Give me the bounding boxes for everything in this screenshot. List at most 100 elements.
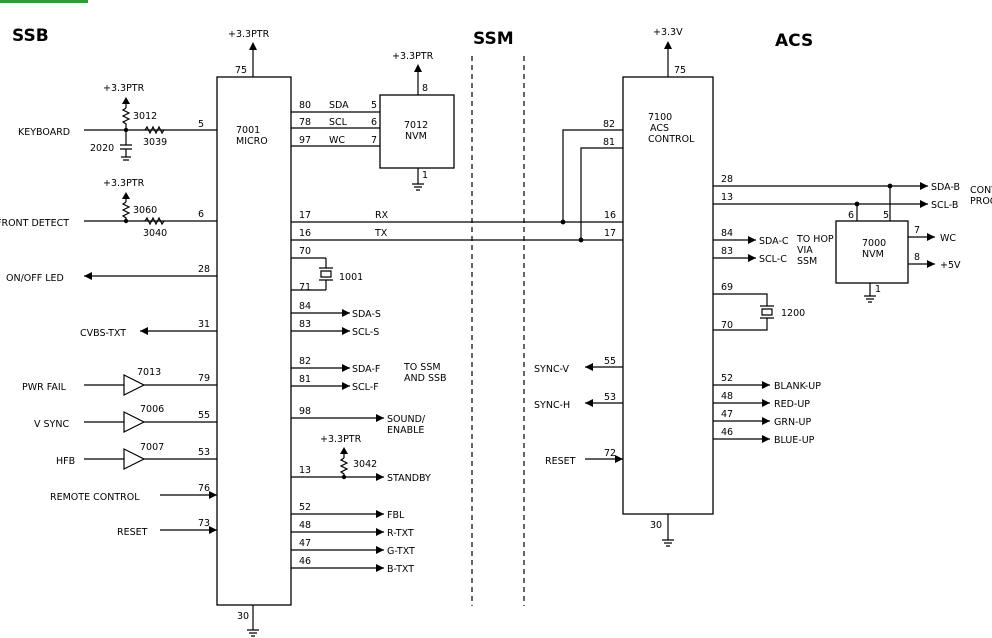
nvm-7000-pin-6: 6 bbox=[848, 210, 854, 221]
tx-micro-pin: 16 bbox=[299, 228, 311, 239]
micro-7001-role: MICRO bbox=[236, 136, 268, 147]
nvm-7012-pin-8: 8 bbox=[422, 83, 428, 94]
supply-a-label: +3.3PTR bbox=[103, 83, 145, 94]
signal-sda-label: SDA bbox=[329, 100, 349, 111]
micro-pin-98: 98 bbox=[299, 406, 311, 417]
input-hfb-label: HFB bbox=[56, 456, 75, 467]
resistor-3042-label: 3042 bbox=[353, 459, 377, 470]
nvm-7012-chip bbox=[379, 94, 455, 169]
acs-pin-82: 82 bbox=[603, 119, 615, 130]
acs-7100-chip bbox=[622, 76, 714, 515]
micro-pin-84: 84 bbox=[299, 301, 311, 312]
resistor-3060 bbox=[121, 201, 131, 221]
signal-standby-label: STANDBY bbox=[387, 473, 431, 484]
nvm-7012-supply: +3.3PTR bbox=[392, 51, 434, 62]
micro-7001-chip bbox=[216, 76, 292, 606]
micro-output-sda-f: 82 SDA-F bbox=[291, 356, 380, 375]
signal-fbl-label: FBL bbox=[387, 510, 405, 521]
resistor-3040-label: 3040 bbox=[143, 228, 167, 239]
input-reset-pin: 73 bbox=[198, 518, 210, 529]
acs-output-blue-up: 46 BLUE-UP bbox=[713, 427, 815, 446]
nvm-7000-wc-label: WC bbox=[940, 233, 956, 244]
resistor-3012 bbox=[121, 107, 131, 130]
crystal-1200-label: 1200 bbox=[781, 308, 805, 319]
supply-b-label: +3.3PTR bbox=[103, 178, 145, 189]
input-onoff-led-pin: 28 bbox=[198, 264, 210, 275]
acs-input-sync-v-label: SYNC-V bbox=[534, 364, 569, 375]
section-title-ssb: SSB bbox=[12, 26, 49, 46]
acs-pin-75: 75 bbox=[674, 65, 686, 76]
signal-sda-c-label: SDA-C bbox=[759, 236, 789, 247]
acs-input-reset-label: RESET bbox=[545, 456, 576, 467]
micro-ground-symbol bbox=[247, 629, 259, 637]
micro-pin-47: 47 bbox=[299, 538, 311, 549]
acs-supply-label: +3.3V bbox=[653, 27, 683, 38]
nvm-7012-pin-7: 7 bbox=[371, 135, 377, 146]
resistor-3039 bbox=[144, 125, 165, 135]
input-pwr-fail-pin: 79 bbox=[198, 373, 210, 384]
capacitor-2020 bbox=[120, 144, 132, 150]
signal-grn-up-label: GRN-UP bbox=[774, 417, 811, 428]
acs-pin-83: 83 bbox=[721, 246, 733, 257]
tx-acs-pin: 17 bbox=[604, 228, 616, 239]
micro-pin-52: 52 bbox=[299, 502, 311, 513]
nvm-7012-role: NVM bbox=[405, 131, 427, 142]
rx-micro-pin: 17 bbox=[299, 210, 311, 221]
signal-scl-b-label: SCL-B bbox=[931, 200, 958, 211]
signal-red-up-label: RED-UP bbox=[774, 399, 810, 410]
buffer-7007-label: 7007 bbox=[140, 442, 164, 453]
micro-pin-82: 82 bbox=[299, 356, 311, 367]
input-hfb-pin: 53 bbox=[198, 447, 210, 458]
nvm-7012-pin-1: 1 bbox=[422, 170, 428, 181]
nvm-7000-pin-8: 8 bbox=[914, 252, 920, 263]
micro-pin-48: 48 bbox=[299, 520, 311, 531]
tx-label: TX bbox=[374, 228, 388, 239]
input-onoff-led-label: ON/OFF LED bbox=[6, 273, 64, 284]
acs-pin-81: 81 bbox=[603, 137, 615, 148]
micro-pin-83: 83 bbox=[299, 319, 311, 330]
signal-b-txt-label: B-TXT bbox=[387, 564, 414, 575]
crystal-1001 bbox=[319, 267, 333, 281]
input-pwr-fail-label: PWR FAIL bbox=[22, 382, 67, 393]
input-vsync-pin: 55 bbox=[198, 410, 210, 421]
resistor-3040 bbox=[144, 216, 165, 226]
micro-output-sda-s: 84 SDA-S bbox=[291, 301, 381, 320]
acs-7100-name: 7100 bbox=[648, 112, 672, 123]
nvm-7000-pin-1: 1 bbox=[875, 284, 881, 295]
micro-pin-30: 30 bbox=[237, 611, 249, 622]
acs-pin-47: 47 bbox=[721, 409, 733, 420]
capacitor-2020-label: 2020 bbox=[90, 143, 114, 154]
nvm-7012-name: 7012 bbox=[404, 120, 428, 131]
resistor-3042 bbox=[339, 457, 349, 477]
signal-sda-b-label: SDA-B bbox=[931, 182, 960, 193]
signal-scl-label: SCL bbox=[329, 117, 348, 128]
standby-supply-label: +3.3PTR bbox=[320, 434, 362, 445]
resistor-3039-label: 3039 bbox=[143, 137, 167, 148]
micro-output-g-txt: 47 G-TXT bbox=[291, 538, 415, 557]
nvm-7000-supply-label: +5V bbox=[940, 260, 961, 271]
input-remote-control-pin: 76 bbox=[198, 483, 210, 494]
signal-r-txt-label: R-TXT bbox=[387, 528, 414, 539]
signal-sda-s-label: SDA-S bbox=[352, 309, 381, 320]
resistor-3060-label: 3060 bbox=[133, 205, 157, 216]
acs-pin-55: 55 bbox=[604, 356, 616, 367]
micro-output-r-txt: 48 R-TXT bbox=[291, 520, 414, 539]
input-keyboard-label: KEYBOARD bbox=[18, 127, 70, 138]
nvm-7000-name: 7000 bbox=[862, 238, 886, 249]
nvm-7000-pin-7: 7 bbox=[914, 225, 920, 236]
acs-output-grn-up: 47 GRN-UP bbox=[713, 409, 811, 428]
micro-output-b-txt: 46 B-TXT bbox=[291, 556, 414, 575]
acs-pin-53: 53 bbox=[604, 392, 616, 403]
signal-sound-enable-label: SOUND/ENABLE bbox=[387, 414, 426, 436]
acs-pin-84: 84 bbox=[721, 228, 733, 239]
input-vsync-label: V SYNC bbox=[34, 419, 69, 430]
micro-output-scl-s: 83 SCL-S bbox=[291, 319, 379, 338]
acs-output-blank-up: 52 BLANK-UP bbox=[713, 373, 821, 392]
section-title-acs: ACS bbox=[775, 31, 813, 51]
acs-output-red-up: 48 RED-UP bbox=[713, 391, 810, 410]
acs-pin-28: 28 bbox=[721, 174, 733, 185]
micro-output-scl-f: 81 SCL-F bbox=[291, 374, 379, 393]
signal-blank-up-label: BLANK-UP bbox=[774, 381, 821, 392]
